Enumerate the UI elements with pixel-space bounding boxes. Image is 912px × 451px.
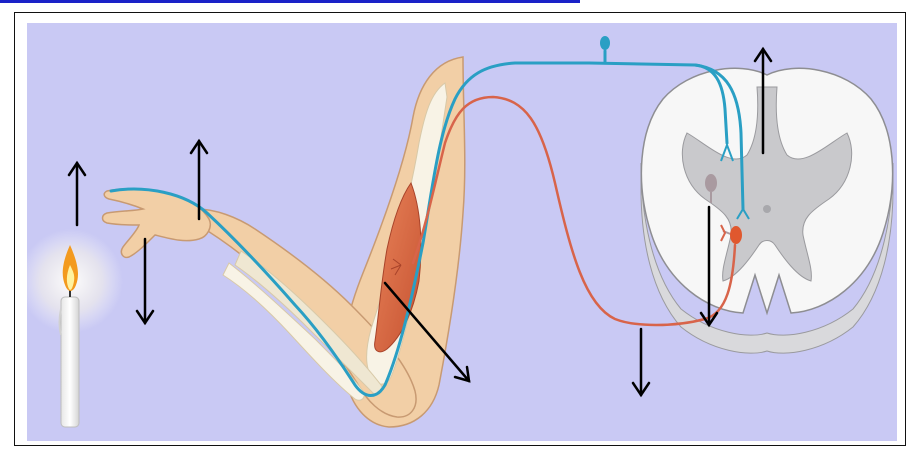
top-link-underline [0,0,580,3]
diagram-frame [14,12,906,446]
interneuron-body [705,174,717,192]
central-canal [763,205,771,213]
motor-neuron-body [730,226,742,244]
reflex-arc-diagram [15,13,907,447]
spinal-cord-cross-section [641,68,893,353]
candle-body [61,297,79,427]
dorsal-root-ganglion-icon [600,36,610,50]
